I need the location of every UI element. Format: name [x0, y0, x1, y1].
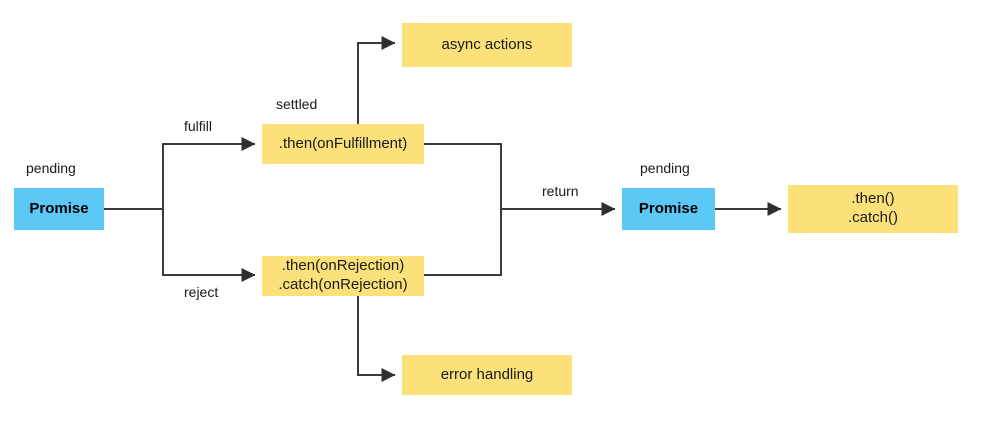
edge-label-return: return: [542, 183, 579, 199]
node-then-onfulfillment[interactable]: .then(onFulfillment): [262, 124, 424, 164]
edge-rejection-to-error: [357, 295, 396, 382]
node-promise-initial[interactable]: Promise: [14, 188, 104, 230]
edge-label-reject: reject: [184, 284, 219, 300]
node-then-catch-onrejection[interactable]: .then(onRejection) .catch(onRejection): [262, 256, 424, 296]
node-then-catch[interactable]: .then() .catch(): [788, 185, 958, 233]
node-async-actions[interactable]: async actions: [402, 23, 572, 67]
state-label-settled: settled: [276, 96, 318, 112]
node-promise-returned[interactable]: Promise: [622, 188, 715, 230]
edge-label-fulfill: fulfill: [184, 118, 213, 134]
edge-settled-to-async: [357, 36, 396, 125]
state-label-pending-returned: pending: [640, 160, 690, 176]
node-error-handling[interactable]: error handling: [402, 355, 572, 395]
state-label-pending-initial: pending: [26, 160, 76, 176]
